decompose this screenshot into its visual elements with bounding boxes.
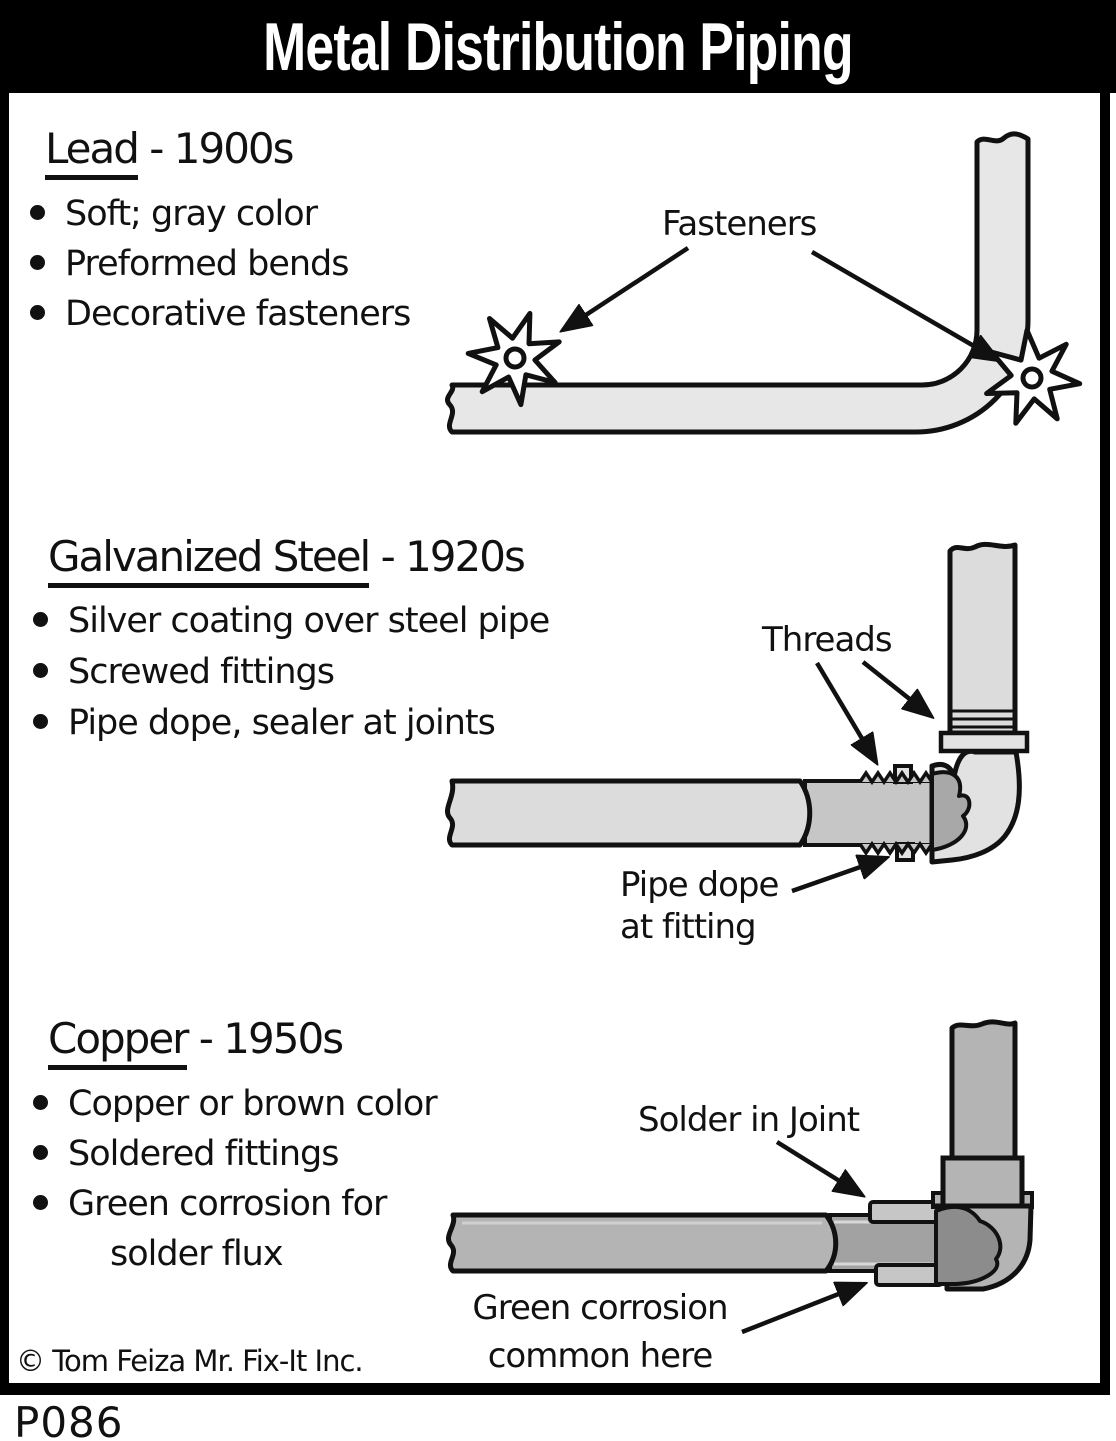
fasteners-arrow-right <box>810 250 998 360</box>
fastener-hole-right <box>1020 366 1044 390</box>
corrosion-label: Green corrosion common here <box>450 1284 750 1380</box>
content-frame <box>0 93 1110 1395</box>
pipe-dope-arrow <box>791 858 886 894</box>
list-item: Decorative fasteners <box>30 292 411 342</box>
bullet-icon <box>33 1145 48 1160</box>
bullet-list-galvanized: Silver coating over steel pipe Screwed f… <box>33 599 550 752</box>
list-item: Pipe dope, sealer at joints <box>33 701 549 752</box>
heading-suffix: - 1920s <box>369 532 526 581</box>
heading-suffix: - 1900s <box>137 124 294 173</box>
galvanized-pipe-illustration <box>445 541 1030 894</box>
list-item: Soldered fittings <box>33 1132 437 1182</box>
fasteners-arrow-left <box>563 246 690 330</box>
solder-blob <box>934 1205 1003 1286</box>
heading-suffix: - 1950s <box>187 1014 344 1063</box>
bullet-icon <box>33 1095 48 1110</box>
galv-pipe-threaded-end <box>803 779 937 847</box>
figure-code: P086 <box>14 1398 124 1441</box>
section-heading-lead: Lead - 1900s <box>45 124 295 180</box>
bullet-text: Screwed fittings <box>68 652 335 692</box>
galv-coupling-flange <box>938 730 1030 754</box>
bullet-text: Pipe dope, sealer at joints <box>68 703 496 743</box>
bullet-icon <box>30 255 45 270</box>
lead-pipe-illustration <box>445 131 1083 435</box>
bullet-list-lead: Soft; gray color Preformed bends Decorat… <box>30 192 411 342</box>
heading-underlined: Galvanized Steel <box>48 532 371 588</box>
pipe-dope-label-line2: at fitting <box>620 907 757 947</box>
copyright-text: © Tom Feiza Mr. Fix-It Inc. <box>16 1344 364 1378</box>
galv-horizontal-pipe <box>445 778 813 848</box>
pipe-dope-label-line1: Pipe dope <box>620 865 779 905</box>
threads-label: Threads <box>762 620 893 660</box>
section-heading-copper: Copper - 1950s <box>48 1014 344 1070</box>
list-item: Silver coating over steel pipe <box>33 599 550 650</box>
list-item: Copper or brown color <box>33 1082 438 1132</box>
corrosion-label-line2: common here <box>487 1336 714 1376</box>
fasteners-label: Fasteners <box>662 204 817 244</box>
copper-vertical-pipe <box>949 1019 1018 1161</box>
section-heading-galvanized: Galvanized Steel - 1920s <box>48 532 526 588</box>
bullet-icon <box>30 305 45 320</box>
bullet-text: solder flux <box>110 1234 284 1274</box>
threads-arrow-right <box>861 660 931 716</box>
page-title: Metal Distribution Piping <box>263 8 853 85</box>
solder-ring-bottom <box>874 1263 944 1287</box>
bullet-list-copper: Copper or brown color Soldered fittings … <box>33 1082 438 1282</box>
galv-vertical-pipe <box>947 541 1018 736</box>
bullet-icon <box>33 663 48 678</box>
threads-zigzag-top <box>858 769 934 786</box>
heading-underlined: Lead <box>45 124 140 180</box>
bullet-text: Copper or brown color <box>68 1084 438 1124</box>
list-item: Green corrosion for <box>33 1182 437 1232</box>
bullet-icon <box>33 714 48 729</box>
copper-horizontal-pipe <box>446 1212 839 1274</box>
solder-arrow <box>775 1140 862 1195</box>
copper-elbow-cup <box>940 1155 1025 1209</box>
bullet-text: Soft; gray color <box>65 194 318 234</box>
list-item: Soft; gray color <box>30 192 410 242</box>
copper-pipe-illustration <box>446 1019 1034 1335</box>
solder-ring-top <box>868 1200 942 1224</box>
lead-pipe <box>445 131 1031 435</box>
corrosion-label-line1: Green corrosion <box>472 1288 728 1328</box>
bullet-text: Soldered fittings <box>68 1134 339 1174</box>
pipe-dope-blob <box>930 770 972 852</box>
bullet-icon <box>30 205 45 220</box>
solder-label: Solder in Joint <box>638 1100 860 1140</box>
title-bar: Metal Distribution Piping <box>0 0 1116 93</box>
threads-arrow-left <box>815 661 876 762</box>
bullet-icon <box>33 1195 48 1210</box>
bullet-icon <box>33 612 48 627</box>
threads-zigzag-bottom <box>858 840 934 857</box>
heading-underlined: Copper <box>48 1014 189 1070</box>
bullet-text: Decorative fasteners <box>65 294 411 334</box>
fastener-hole-left <box>503 346 527 370</box>
bullet-text: Preformed bends <box>65 244 350 284</box>
list-item: Screwed fittings <box>33 650 549 701</box>
corrosion-arrow <box>741 1284 864 1335</box>
bullet-text: Silver coating over steel pipe <box>68 601 550 641</box>
list-item-continuation: solder flux <box>75 1232 437 1282</box>
pipe-dope-label: Pipe dope at fitting <box>620 864 779 948</box>
bullet-text: Green corrosion for <box>68 1184 387 1224</box>
list-item: Preformed bends <box>30 242 410 292</box>
